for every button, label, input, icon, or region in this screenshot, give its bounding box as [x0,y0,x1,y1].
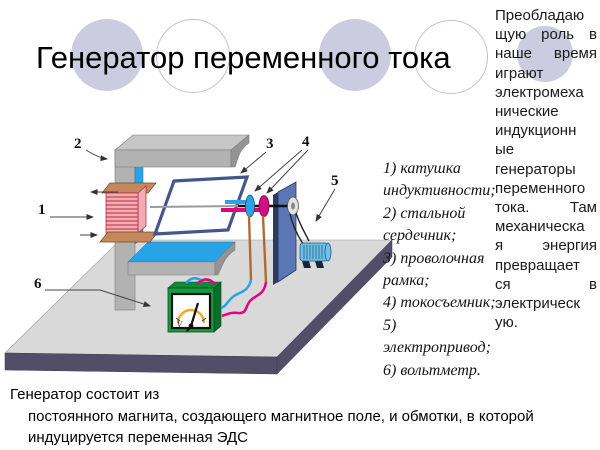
text-line: 1) катушка [383,160,461,177]
induction-coil [99,182,159,243]
field-arrows [80,189,118,238]
electric-motor [299,242,332,268]
label-3: 3 [266,136,274,152]
label-6: 6 [34,276,42,292]
part-labels: 1 2 3 4 5 6 [34,134,339,307]
steel-core [114,134,250,311]
brushes [247,215,268,283]
text-line: постоянного магнита, создающего магнитно… [28,408,534,425]
decorative-circle-2 [156,19,230,93]
decorative-circle-5 [517,26,573,82]
label-5: 5 [331,173,339,189]
text-line: я энергия [495,237,597,255]
text-line: ую. [495,314,518,332]
wire-frame [152,175,250,236]
text-line: электрическ [495,295,580,313]
text-line: щую роль в [495,26,597,44]
text-line: генераторы [495,160,576,178]
label-1: 1 [38,202,46,218]
text-line: 6) вольтметр. [383,361,481,379]
text-line: нические [495,103,559,121]
text-line: сердечник; [383,227,457,245]
text-line: Преобладаю [495,7,585,24]
label-4: 4 [302,134,310,150]
text-line: индукционн [495,122,577,140]
text-line: электромеха [495,83,584,101]
text-line: превращает [495,256,580,274]
text-line: 5) электропривод; [383,316,491,357]
slide-title: Генератор переменного тока [36,40,451,75]
text-line: индуктивности; [383,182,496,200]
text-line: ся в [495,275,597,293]
parts-list: 1) катушка индуктивности; 2) стальной серде… [383,158,499,382]
voltmeter-letter: V [177,320,183,329]
connecting-wires [185,277,268,318]
text-line: рамка; [383,272,430,290]
label-2: 2 [74,136,82,152]
text-line: ые [495,141,515,159]
decorative-circle-4 [414,20,488,94]
generator-diagram: V 1 2 3 4 5 6 [4,134,393,375]
text-line: наше время [495,45,597,63]
text-line: 3) проволочная [383,249,485,267]
drive-belt [289,212,310,245]
text-line: тока. Там [495,199,597,217]
text-line: 2) стальной [383,204,466,222]
decorative-circle-3 [319,19,391,91]
text-line: 4) токосъемник; [383,294,496,312]
text-line: играют [495,64,544,82]
voltmeter: V [167,281,222,333]
text-line: механическа [495,218,585,236]
pulley-hub [291,202,295,210]
decorative-circle-1 [71,19,143,91]
text-line: индуцируется переменная ЭДС [28,429,249,446]
shaft [149,205,241,208]
caption-line-1: Генератор состоит из [10,386,160,403]
caption-paragraph: постоянного магнита, создающего магнитно… [28,406,588,448]
text-line: переменного [495,179,586,197]
